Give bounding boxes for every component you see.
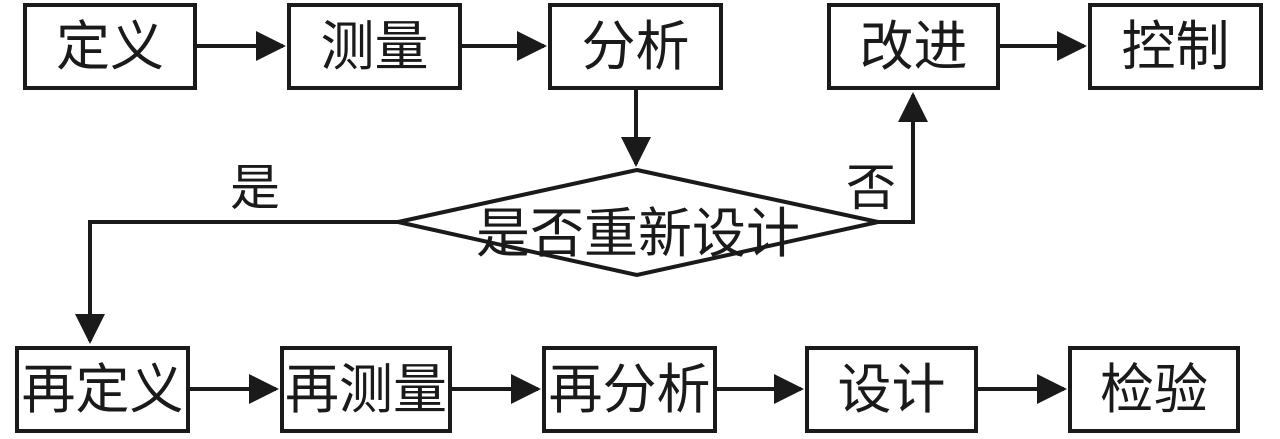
node-control: 控制	[1088, 3, 1263, 90]
node-control-label: 控制	[1121, 16, 1230, 77]
node-improve-label: 改进	[859, 16, 968, 77]
no-branch-label: 否	[846, 160, 896, 216]
node-define-label: 定义	[56, 16, 164, 77]
node-define: 定义	[23, 3, 197, 90]
node-design: 设计	[805, 346, 978, 433]
node-verify: 检验	[1068, 346, 1240, 433]
node-remeasure: 再测量	[280, 346, 452, 433]
arrow-decision-yes-to-redefine	[75, 220, 398, 344]
node-analyze: 分析	[548, 3, 723, 90]
node-decision-redesign-label: 是否重新设计	[476, 204, 800, 264]
node-measure-label: 测量	[320, 16, 429, 77]
node-verify-label: 检验	[1100, 359, 1208, 420]
node-improve: 改进	[827, 3, 1000, 90]
arrow-decision-no-to-improve	[878, 92, 928, 224]
yes-branch-label: 是	[230, 160, 280, 216]
node-reanalyze-label: 再分析	[548, 359, 711, 420]
node-design-label: 设计	[837, 359, 946, 420]
node-analyze-label: 分析	[581, 16, 690, 77]
node-measure: 测量	[287, 3, 462, 90]
node-reanalyze: 再分析	[542, 346, 717, 433]
node-redefine-label: 再定义	[21, 359, 184, 420]
decision-diamond	[397, 167, 879, 278]
node-redefine: 再定义	[15, 346, 190, 433]
node-remeasure-label: 再测量	[285, 359, 447, 420]
